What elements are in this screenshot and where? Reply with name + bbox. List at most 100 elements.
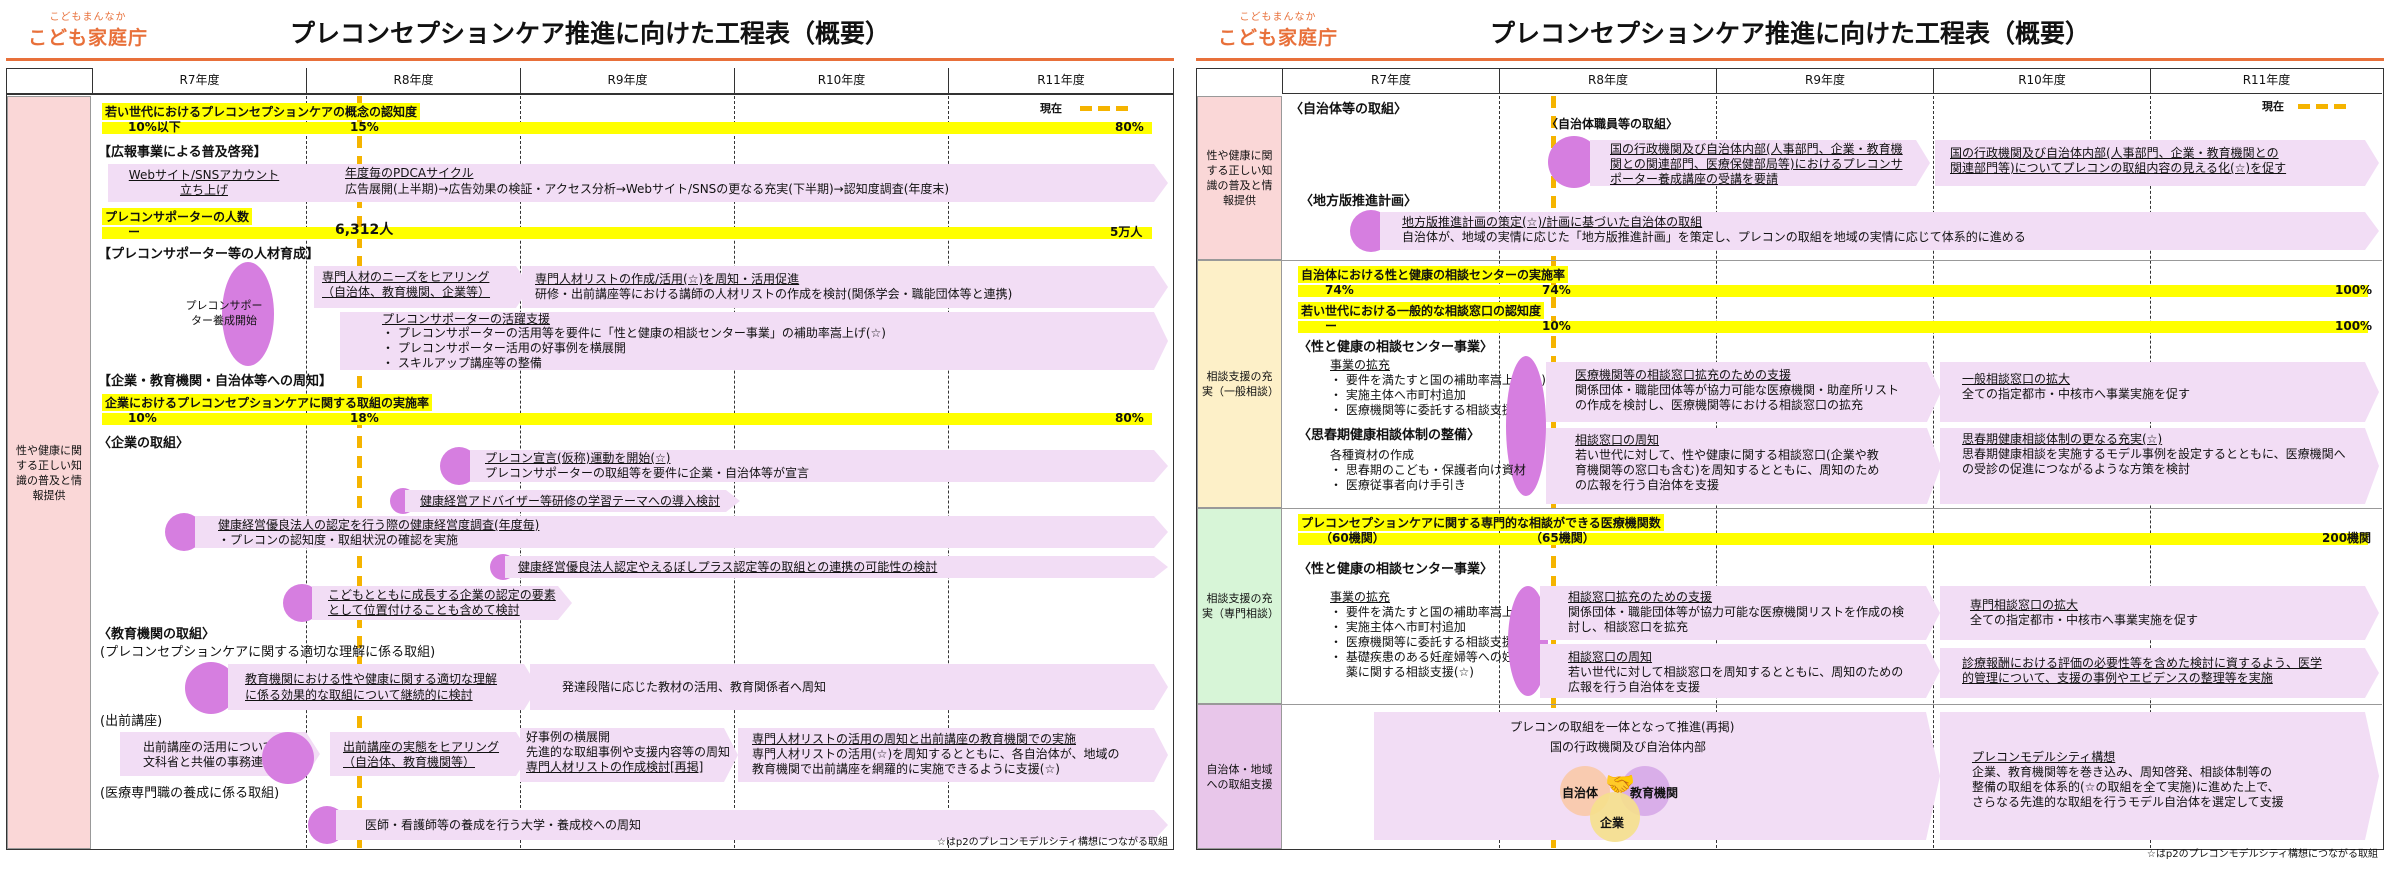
subsection-label: 〈性と健康の相談センター事業〉 <box>1298 562 1494 577</box>
logo-tagline: こどもまんなか <box>49 12 127 23</box>
subsection-label: 〈自治体職員等の取組〉 <box>1546 117 1679 131</box>
venn-circle <box>1590 792 1640 842</box>
year-header: R9年度 <box>520 68 734 94</box>
kpi-label: 若い世代における一般的な相談窓口の認知度 <box>1298 302 1545 319</box>
kpi-value: ー <box>128 225 141 239</box>
roadmap-arrow <box>1546 362 1941 422</box>
roadmap-arrow <box>1940 712 2379 840</box>
roadmap-text: ・ 医療従事者向け手引き <box>1330 478 1466 492</box>
kpi-label: プレコンセプションケアに関する専門的な相談ができる医療機関数 <box>1298 514 1664 531</box>
roadmap-arrow <box>738 728 1168 782</box>
title-rule <box>1196 58 2384 61</box>
year-header: R11年度 <box>2150 68 2382 94</box>
section-heading: 〈自治体等の取組〉 <box>1290 102 1408 117</box>
category-label: 性や健康に関する正しい知識の普及と情報提供 <box>1197 96 1282 260</box>
year-header: R10年度 <box>734 68 948 94</box>
roadmap-text: （自治体、教育機関、企業等） <box>322 285 491 299</box>
roadmap-text: 医師・看護師等の養成を行う大学・養成校への周知 <box>365 818 642 832</box>
roadmap-text: 相談窓口の周知 <box>1575 433 1660 447</box>
roadmap-text: 広告展開(上半期)→広告効果の検証・アクセス分析→Webサイト/SNSの更なる充… <box>345 182 950 196</box>
kpi-bar <box>102 122 1152 134</box>
now-legend <box>2298 104 2350 109</box>
row-divider <box>1282 704 2382 705</box>
kpi-value: 18% <box>350 411 379 425</box>
milestone-oval <box>222 262 274 366</box>
logo: こどもまんなか こども家庭庁 <box>1218 8 1338 50</box>
kpi-bar <box>1298 533 2368 545</box>
roadmap-text: の広報を行う自治体を支援 <box>1575 478 1720 492</box>
roadmap-text: 専門相談窓口の拡大 <box>1970 598 2079 612</box>
roadmap-arrow <box>108 164 1168 202</box>
roadmap-text: 診療報酬における評価の必要性等を含めた検討に資するよう、医学 <box>1962 656 2323 670</box>
roadmap-text: ・ 思春期のこども・保護者向け資材 <box>1330 463 1526 477</box>
category-label: 自治体・地域への取組支援 <box>1197 704 1282 849</box>
roadmap-text: 先進的な取組事例や支援内容等の周知 <box>526 745 731 759</box>
handshake-icon: 🤝 <box>1605 770 1635 798</box>
kpi-bar <box>102 227 1152 239</box>
roadmap-text: 国の行政機関及び自治体内部(人事部門、企業・教育機関との <box>1950 146 2279 160</box>
current-marker <box>357 96 362 848</box>
roadmap-text: 若い世代に対して相談窓口を周知するとともに、周知のための <box>1568 665 1904 679</box>
category-label: 相談支援の充実（一般相談） <box>1197 260 1282 508</box>
roadmap-text: 年度毎のPDCAサイクル <box>345 166 474 180</box>
kpi-value: 6,312人 <box>335 222 394 238</box>
kpi-value: （60機関） <box>1320 531 1385 545</box>
subsection-label: (プレコンセプションケアに関する適切な理解に係る取組) <box>100 645 436 660</box>
venn-label: 企業 <box>1600 816 1625 830</box>
roadmap-text: 健康経営アドバイザー等研修の学習テーマへの導入検討 <box>420 494 721 508</box>
header-corner <box>6 68 92 94</box>
roadmap-text: 国の行政機関及び自治体内部 <box>1550 740 1707 754</box>
roadmap-arrow <box>505 556 1168 578</box>
roadmap-text: 全ての指定都市・中核市へ事業実施を促す <box>1970 613 2199 627</box>
roadmap-text: に係る効果的な取組について継続的に検討 <box>245 688 473 702</box>
roadmap-arrow <box>1940 362 2379 422</box>
roadmap-text: 討し、相談窓口を拡充 <box>1568 620 1689 634</box>
roadmap-text: 専門人材リストの作成/活用(☆)を周知・活用促進 <box>535 272 800 286</box>
section-heading: 【プレコンサポーター等の人材育成】 <box>98 247 320 262</box>
roadmap-arrow <box>1540 644 1940 698</box>
section-heading: 〈教育機関の取組〉 <box>98 627 216 642</box>
roadmap-text: ・ 要件を満たすと国の補助率嵩上げ(☆) <box>1330 373 1546 387</box>
roadmap-text: 的管理について、支援の事例やエビデンスの整理等を実施 <box>1962 671 2273 685</box>
section-heading: 【企業・教育機関・自治体等への周知】 <box>98 374 333 389</box>
roadmap-text: 専門人材リストの作成検討[再掲] <box>526 760 704 774</box>
roadmap-arrow <box>314 266 530 308</box>
kpi-bar <box>102 413 1152 425</box>
roadmap-text: 育機関等の窓口も含む)を周知するとともに、周知のため <box>1575 463 1880 477</box>
roadmap-text: こどもとともに成長する企業の認定の要素 <box>328 588 556 602</box>
roadmap-text: 好事例の横展開 <box>526 730 611 744</box>
year-header: R8年度 <box>306 68 520 94</box>
roadmap-arrow <box>470 450 1168 482</box>
kpi-value: 100% <box>2335 319 2373 333</box>
kpi-bar <box>1298 321 2368 333</box>
slide-left: こどもまんなか こども家庭庁 プレコンセプションケア推進に向けた工程表（概要） … <box>0 0 1180 870</box>
roadmap-arrow <box>1546 428 1941 504</box>
kpi-label: 自治体における性と健康の相談センターの実施率 <box>1298 266 1569 283</box>
section-heading: 【広報事業による普及啓発】 <box>98 145 267 160</box>
section-heading: 〈企業の取組〉 <box>98 436 190 451</box>
roadmap-text: プレコンモデルシティ構想 <box>1972 750 2116 764</box>
roadmap-text: 事業の拡充 <box>1330 358 1391 372</box>
roadmap-text: 関との関連部門、医療保健部局等)におけるプレコンサ <box>1610 157 1903 171</box>
roadmap-text: 発達段階に応じた教材の活用、教育関係者へ周知 <box>562 680 827 694</box>
roadmap-text: ・ 要件を満たすと国の補助率嵩上げ <box>1330 605 1526 619</box>
section-heading: 〈地方版推進計画〉 <box>1300 194 1418 209</box>
year-header: R7年度 <box>1282 68 1499 94</box>
roadmap-text: 専門人材リストの活用(☆)を周知するとともに、各自治体が、地域の <box>752 747 1120 761</box>
subsection-label: (出前講座) <box>100 714 163 729</box>
roadmap-arrow <box>1940 586 2379 640</box>
roadmap-arrow <box>1940 428 2379 504</box>
roadmap-text: ・ スキルアップ講座等の整備 <box>382 356 542 370</box>
roadmap-text: 健康経営優良法人の認定を行う際の健康経営度調査(年度毎) <box>218 518 540 532</box>
roadmap-arrow <box>1935 140 2379 186</box>
slide-right: こどもまんなか こども家庭庁 プレコンセプションケア推進に向けた工程表（概要） … <box>1190 0 2390 870</box>
row-divider <box>1282 260 2382 261</box>
roadmap-text: ・ 医療機関等に委託する相談支援(☆) <box>1330 403 1534 417</box>
roadmap-text: ・ 基礎疾患のある妊産婦等への妊娠と <box>1330 650 1538 664</box>
roadmap-text: 教育機関で出前講座を網羅的に実施できるように支援(☆) <box>752 762 1060 776</box>
now-label: 現在 <box>1040 102 1062 115</box>
roadmap-text: 関係団体・職能団体等が協力可能な医療機関リストを作成の検 <box>1568 605 1905 619</box>
roadmap-arrow <box>1940 648 2379 698</box>
roadmap-text: 整備の取組を体系的(☆の取組を全て実施)に進めた上で、 <box>1972 780 2280 794</box>
roadmap-arrow <box>405 490 740 512</box>
